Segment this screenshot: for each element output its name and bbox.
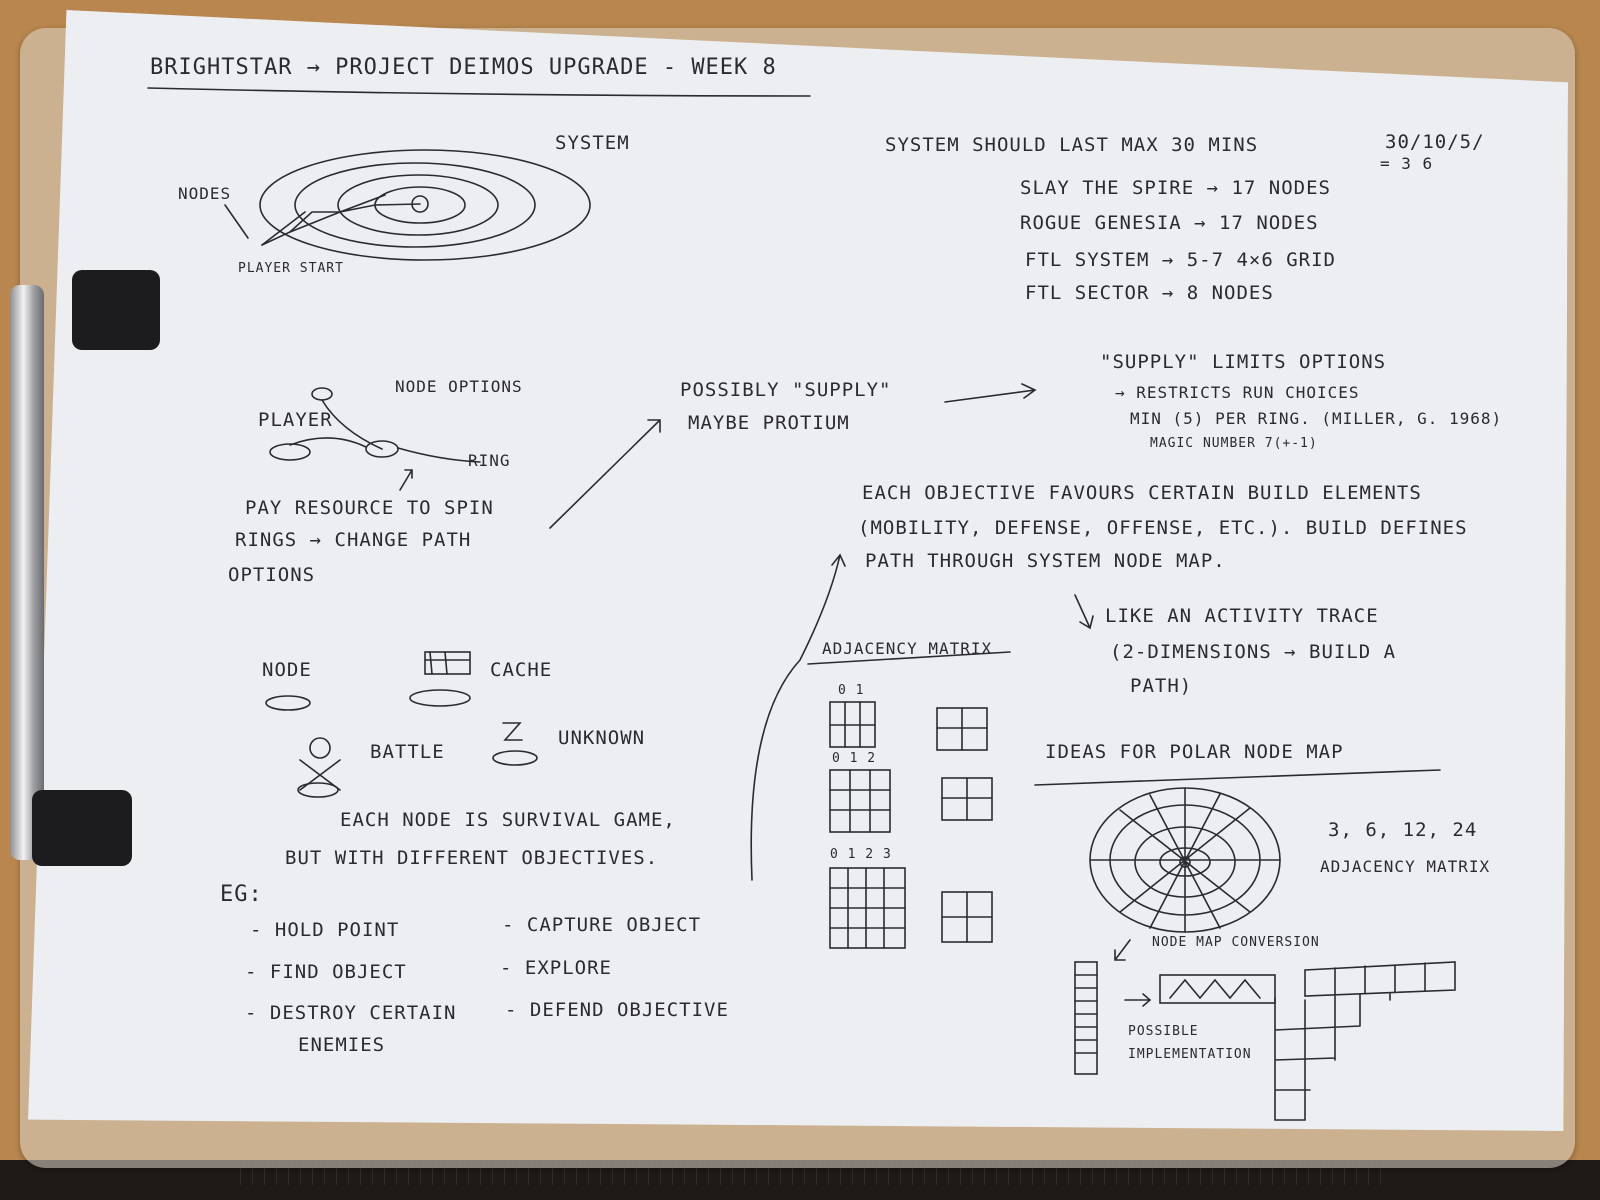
supply-limits-0: "SUPPLY" LIMITS OPTIONS <box>1100 351 1387 373</box>
page-title: BRIGHTSTAR → PROJECT DEIMOS UPGRADE - WE… <box>150 55 777 80</box>
objective-left-2: - DESTROY CERTAIN <box>245 1002 457 1024</box>
pay-resource-0: PAY RESOURCE TO SPIN <box>245 497 494 519</box>
implementation-sketch <box>1074 961 1456 1121</box>
objective-left-0: - HOLD POINT <box>250 919 400 941</box>
right-note-1: SLAY THE SPIRE → 17 NODES <box>1020 177 1331 199</box>
right-note-2: ROGUE GENESIA → 17 NODES <box>1020 212 1319 234</box>
matrix-header-2: 0 1 2 3 <box>830 847 892 862</box>
polar-counts: 3, 6, 12, 24 <box>1328 819 1478 841</box>
calc-line-1: = 3 6 <box>1380 154 1434 173</box>
matrix-header-1: 0 1 2 <box>832 751 877 766</box>
objective-note-0: EACH OBJECTIVE FAVOURS CERTAIN BUILD ELE… <box>862 482 1422 504</box>
nodes-label: NODES <box>178 184 232 203</box>
pay-resource-2: OPTIONS <box>228 564 316 586</box>
possible-impl-1: IMPLEMENTATION <box>1128 1047 1252 1062</box>
player-label: PLAYER <box>258 409 333 431</box>
ring-label: RING <box>468 451 511 470</box>
right-note-3: FTL SYSTEM → 5-7 4×6 GRID <box>1025 249 1336 271</box>
paper-sheet <box>28 10 1568 1131</box>
title-underline-sketch <box>147 87 811 97</box>
activity-trace-1: (2-DIMENSIONS → BUILD A <box>1110 641 1397 663</box>
objective-left-1: - FIND OBJECT <box>245 961 407 983</box>
clip-top-cap[interactable] <box>72 270 160 350</box>
clip-bottom-cap[interactable] <box>32 790 132 866</box>
clipboard-ruler <box>240 1163 1390 1185</box>
system-label: SYSTEM <box>555 132 630 154</box>
survival-line-1: BUT WITH DIFFERENT OBJECTIVES. <box>285 847 659 869</box>
clip-bar[interactable] <box>10 285 44 860</box>
objective-right-0: - CAPTURE OBJECT <box>502 914 702 936</box>
arrow-sketches <box>549 383 1152 1007</box>
adjacency-matrix-title: ADJACENCY MATRIX <box>822 639 993 658</box>
objective-right-2: - DEFEND OBJECTIVE <box>505 999 729 1021</box>
possible-impl-0: POSSIBLE <box>1128 1024 1199 1039</box>
matrix-header-0: 0 1 <box>838 683 865 698</box>
supply-limits-1: → RESTRICTS RUN CHOICES <box>1115 383 1360 402</box>
objective-note-2: PATH THROUGH SYSTEM NODE MAP. <box>865 550 1226 572</box>
supply-limits-3: MAGIC NUMBER 7(+-1) <box>1150 436 1318 451</box>
activity-trace-0: LIKE AN ACTIVITY TRACE <box>1105 605 1379 627</box>
node-options-label: NODE OPTIONS <box>395 377 523 396</box>
polar-map-sketch <box>1034 769 1441 933</box>
matrix-grids-sketch <box>807 651 1011 949</box>
objective-left-3: ENEMIES <box>298 1034 386 1056</box>
ring-diagram-sketch <box>269 387 481 491</box>
player-start-label: PLAYER START <box>238 261 344 276</box>
right-note-0: SYSTEM SHOULD LAST MAX 30 MINS <box>885 134 1259 156</box>
supply-line-0: POSSIBLY "SUPPLY" <box>680 379 892 401</box>
conversion-label: NODE MAP CONVERSION <box>1152 935 1320 950</box>
system-orbit-sketch <box>224 149 591 261</box>
legend-battle-label: BATTLE <box>370 741 445 763</box>
supply-limits-2: MIN (5) PER RING. (MILLER, G. 1968) <box>1130 409 1503 428</box>
eg-label: EG: <box>220 882 263 907</box>
legend-cache-label: CACHE <box>490 659 553 681</box>
activity-trace-2: PATH) <box>1130 675 1193 697</box>
survival-line-0: EACH NODE IS SURVIVAL GAME, <box>340 809 676 831</box>
pay-resource-1: RINGS → CHANGE PATH <box>235 529 472 551</box>
legend-icons-sketch <box>265 651 538 798</box>
objective-note-1: (MOBILITY, DEFENSE, OFFENSE, ETC.). BUIL… <box>858 517 1468 539</box>
right-note-4: FTL SECTOR → 8 NODES <box>1025 282 1274 304</box>
supply-line-1: MAYBE PROTIUM <box>688 412 850 434</box>
calc-line-0: 30/10/5/ <box>1385 131 1485 153</box>
legend-node-label: NODE <box>262 659 312 681</box>
legend-unknown-label: UNKNOWN <box>558 727 646 749</box>
objective-right-1: - EXPLORE <box>500 957 612 979</box>
polar-title: IDEAS FOR POLAR NODE MAP <box>1045 741 1344 763</box>
polar-adjacency-label: ADJACENCY MATRIX <box>1320 857 1491 876</box>
